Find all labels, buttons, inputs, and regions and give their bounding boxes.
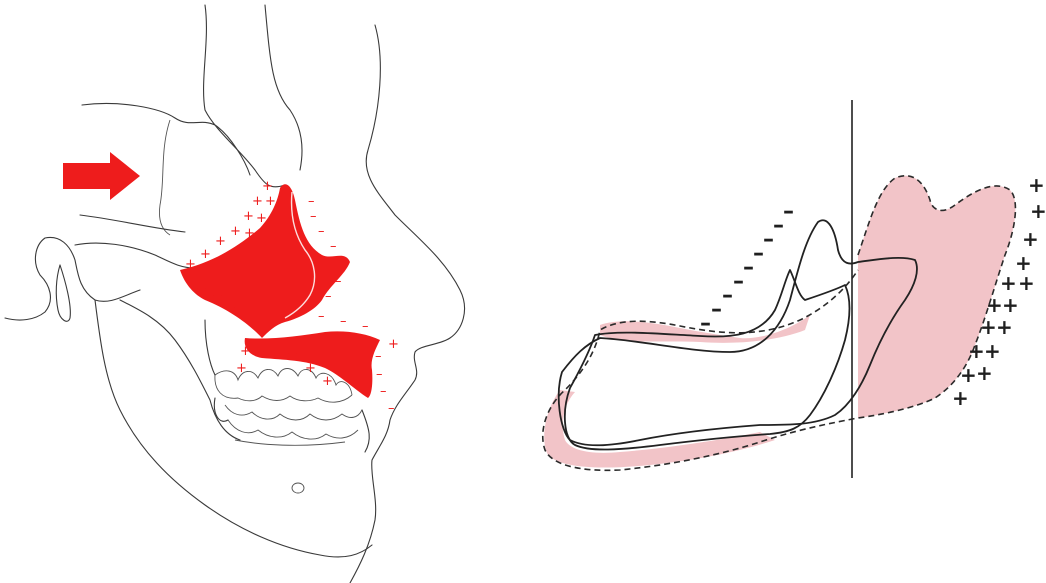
resorption-mark: – [773, 213, 784, 238]
resorption-mark: – [343, 254, 350, 269]
frontal-outline [265, 5, 302, 170]
deposition-mark: + [256, 211, 267, 226]
resorption-mark: – [700, 311, 711, 336]
zygomatic-suture [159, 120, 170, 235]
deposition-mark: + [236, 361, 247, 376]
deposition-mark: + [265, 194, 276, 209]
resorption-mark: – [753, 241, 764, 266]
deposition-mark: + [996, 315, 1013, 339]
deposition-mark: + [185, 257, 196, 272]
resorption-mark: – [318, 309, 325, 324]
ear-outline [5, 237, 140, 320]
resorption-mark: – [743, 255, 754, 280]
chin-outline [362, 410, 369, 452]
resorption-mark: – [308, 194, 315, 209]
resorption-mark: – [335, 274, 342, 289]
deposition-mark: + [243, 209, 254, 224]
resorption-mark: – [733, 269, 744, 294]
deposition-mark: + [262, 345, 273, 360]
resorption-mark: – [362, 319, 369, 334]
resorption-mark: – [376, 367, 383, 382]
right-resorption-marks: – – – – – – – – – [700, 199, 794, 336]
resorption-mark: – [310, 209, 317, 224]
mandible-growth-panel: – – – – – – – – – + + + + + + + + + + + … [543, 100, 1046, 478]
deposition-mark: + [976, 361, 993, 385]
deposition-mark: + [305, 361, 316, 376]
deposition-mark: + [1018, 271, 1035, 295]
deposition-mark: + [388, 337, 399, 352]
deposition-mark: + [960, 363, 977, 387]
deposition-mark: + [984, 339, 1001, 363]
deposition-mark: + [262, 179, 273, 194]
sphenoid-line [80, 215, 185, 232]
right-arrow-icon [63, 152, 140, 200]
resorption-mark: – [783, 199, 794, 224]
deposition-mark: + [1028, 173, 1045, 197]
deposition-mark: + [212, 289, 223, 304]
forehead-profile [350, 25, 465, 583]
resorption-mark: – [318, 224, 325, 239]
resorption-mark: – [375, 349, 382, 364]
deposition-mark: + [1002, 293, 1019, 317]
deposition-mark: + [1030, 199, 1046, 223]
resorption-mark: – [711, 297, 722, 322]
deposition-mark: + [215, 234, 226, 249]
deposition-mark: + [322, 374, 333, 389]
lower-teeth [225, 405, 362, 445]
skull-profile-panel: + + + + + + + + + + + + + + + + + + + + … [5, 5, 465, 583]
deposition-mark: + [986, 293, 1003, 317]
mastoid-outline [56, 265, 70, 321]
ramus-outline [120, 300, 240, 440]
resorption-mark: – [722, 283, 733, 308]
deposition-mark: + [1022, 227, 1039, 251]
orbit-outline [204, 5, 285, 187]
deposition-mark: + [287, 347, 298, 362]
deposition-mark: + [244, 226, 255, 241]
deposition-mark: + [952, 386, 969, 410]
cranial-base-line [75, 243, 195, 268]
resorption-mark: – [388, 401, 395, 416]
resorption-mark: – [325, 289, 332, 304]
deposition-mark: + [968, 339, 985, 363]
mental-foramen [292, 483, 304, 493]
deposition-mark: + [196, 282, 207, 297]
deposition-mark: + [225, 301, 236, 316]
resorption-mark: – [340, 314, 347, 329]
deposition-mark: + [980, 315, 997, 339]
resorption-mark: – [330, 239, 337, 254]
deposition-mark: + [200, 247, 211, 262]
deposition-mark: + [252, 194, 263, 209]
deposition-mark: + [230, 224, 241, 239]
resorption-mark: – [763, 227, 774, 252]
deposition-mark: + [1000, 271, 1017, 295]
deposition-mark: + [240, 344, 251, 359]
resorption-mark: – [380, 384, 387, 399]
